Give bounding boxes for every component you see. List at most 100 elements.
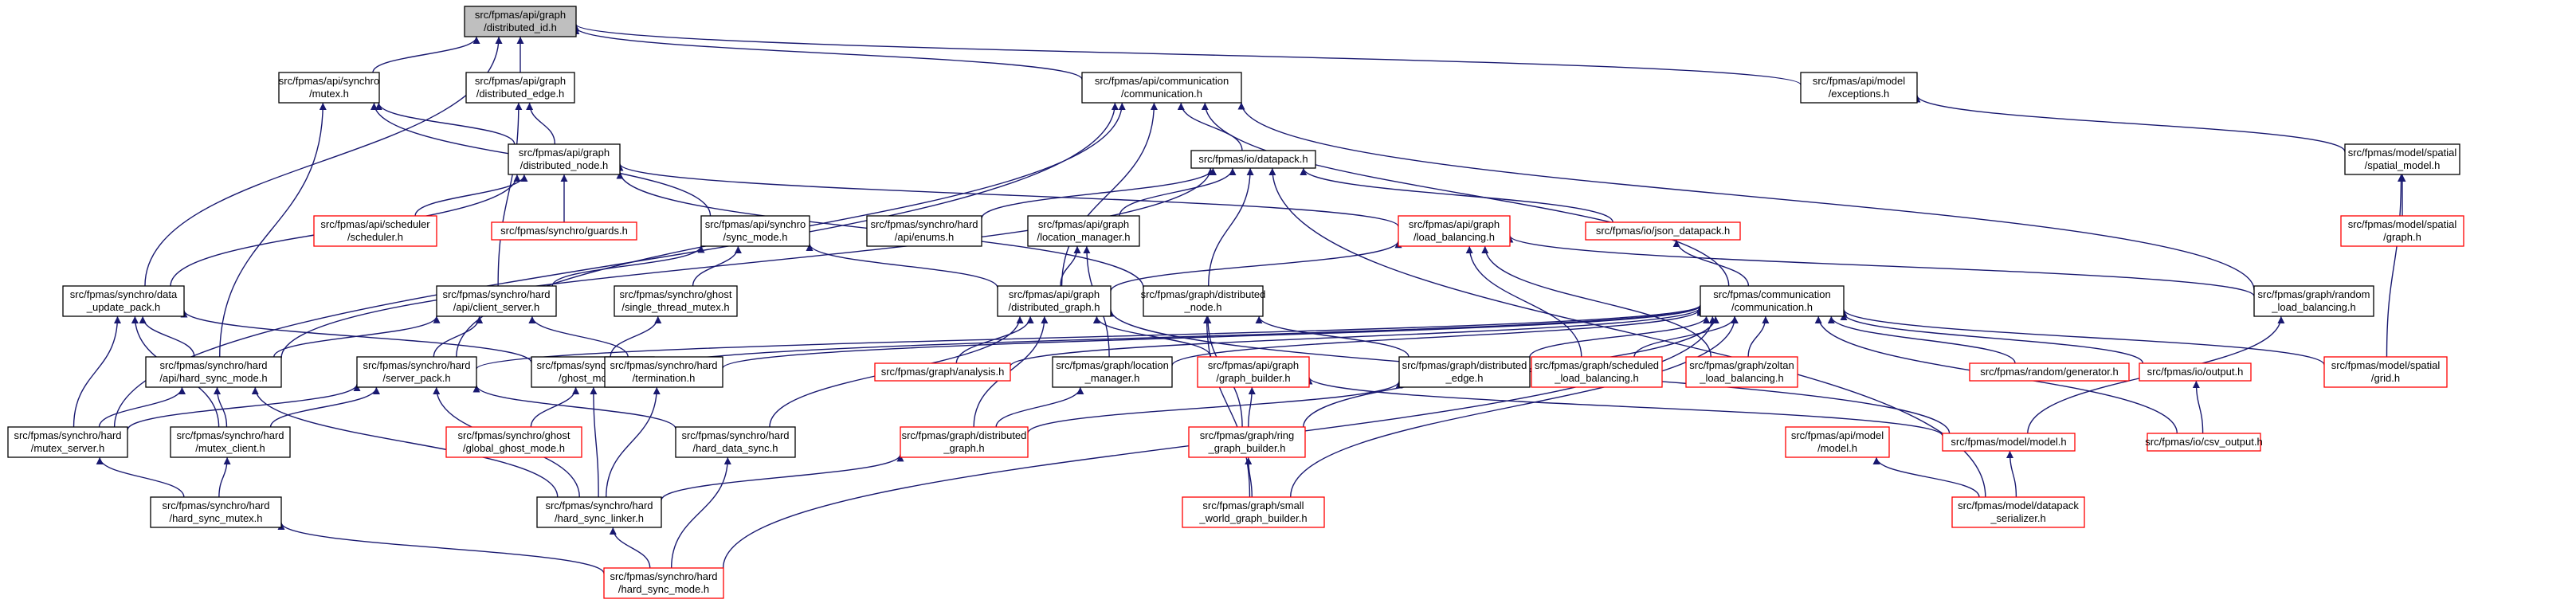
node-label: _update_pack.h bbox=[86, 301, 161, 313]
file-node-guards[interactable]: src/fpmas/synchro/guards.h bbox=[491, 221, 637, 241]
file-node-zoltan[interactable]: src/fpmas/graph/zoltan_load_balancing.h bbox=[1685, 356, 1798, 388]
edge-mutexsrv-to-srvpack bbox=[127, 383, 361, 431]
node-label: src/fpmas/graph/zoltan bbox=[1689, 359, 1794, 371]
file-node-mutexcli[interactable]: src/fpmas/synchro/hard/mutex_client.h bbox=[170, 426, 291, 458]
node-box bbox=[1685, 356, 1798, 388]
edge-schedlb-to-comm2 bbox=[1633, 315, 1739, 358]
edge-schedlb-to-loadbal bbox=[1465, 245, 1582, 358]
node-box bbox=[313, 215, 437, 247]
node-box bbox=[1951, 496, 2085, 528]
node-box bbox=[278, 72, 380, 104]
file-node-dnode[interactable]: src/fpmas/api/graph/distributed_node.h bbox=[508, 143, 621, 175]
node-label: /distributed_edge.h bbox=[476, 88, 565, 100]
node-box bbox=[1182, 496, 1325, 528]
file-node-mutexsrv[interactable]: src/fpmas/synchro/hard/mutex_server.h bbox=[7, 426, 128, 458]
file-node-exc[interactable]: src/fpmas/api/model/exceptions.h bbox=[1800, 72, 1918, 104]
file-node-root[interactable]: src/fpmas/api/graph/distributed_id.h bbox=[464, 6, 577, 37]
file-node-dedge[interactable]: src/fpmas/api/graph/distributed_edge.h bbox=[465, 72, 575, 104]
file-node-locmgr[interactable]: src/fpmas/api/graph/location_manager.h bbox=[1027, 215, 1140, 247]
edge-hslinker-to-hsyncmode bbox=[251, 386, 559, 498]
edge-mutexsrv-to-dataupd bbox=[73, 315, 121, 428]
edge-ghostmode-to-comm2 bbox=[653, 304, 1704, 369]
node-label: src/fpmas/api/scheduler bbox=[320, 218, 430, 230]
node-label: src/fpmas/graph/distributed bbox=[1141, 288, 1266, 300]
file-node-mutex[interactable]: src/fpmas/api/synchro/mutex.h bbox=[278, 72, 380, 104]
file-node-henums[interactable]: src/fpmas/synchro/hard/api/enums.h bbox=[866, 215, 982, 247]
edge-stmutex-to-syncmode bbox=[692, 245, 742, 287]
edge-analysis-to-comm2 bbox=[1010, 307, 1704, 367]
file-node-datapack[interactable]: src/fpmas/io/datapack.h bbox=[1190, 150, 1316, 169]
node-label: src/fpmas/synchro/ghost bbox=[458, 429, 570, 441]
node-box bbox=[2344, 143, 2460, 175]
file-node-hsmode[interactable]: src/fpmas/synchro/hard/hard_sync_mode.h bbox=[603, 567, 724, 599]
file-node-hslinker[interactable]: src/fpmas/synchro/hard/hard_sync_linker.… bbox=[536, 496, 662, 528]
file-node-amodel[interactable]: src/fpmas/api/model/model.h bbox=[1785, 426, 1890, 458]
file-node-gdgraph[interactable]: src/fpmas/graph/distributed_graph.h bbox=[900, 426, 1029, 458]
file-node-randlb[interactable]: src/fpmas/graph/random_load_balancing.h bbox=[2253, 285, 2374, 317]
edge-glocmgr-to-comm2 bbox=[1171, 308, 1704, 366]
file-node-comm[interactable]: src/fpmas/api/communication/communicatio… bbox=[1081, 72, 1242, 104]
file-node-clientsrv[interactable]: src/fpmas/synchro/hard/api/client_server… bbox=[436, 285, 557, 317]
node-label: src/fpmas/io/csv_output.h bbox=[2145, 436, 2262, 448]
node-box bbox=[1081, 72, 1242, 104]
file-node-sched[interactable]: src/fpmas/api/scheduler/scheduler.h bbox=[313, 215, 437, 247]
file-node-spgraph[interactable]: src/fpmas/model/spatial/graph.h bbox=[2340, 215, 2464, 247]
node-label: src/fpmas/api/synchro bbox=[279, 75, 379, 87]
file-node-gbuilder[interactable]: src/fpmas/api/graph/graph_builder.h bbox=[1197, 356, 1310, 388]
edge-zoltan-to-loadbal bbox=[1481, 245, 1711, 358]
node-box bbox=[874, 362, 1011, 382]
edge-hsmode-to-hdsync bbox=[670, 456, 731, 569]
edge-gdgraph-to-gdedge bbox=[1027, 381, 1403, 434]
file-node-smallw[interactable]: src/fpmas/graph/small_world_graph_builde… bbox=[1182, 496, 1325, 528]
file-node-loadbal[interactable]: src/fpmas/api/graph/load_balancing.h bbox=[1398, 215, 1511, 247]
file-node-output[interactable]: src/fpmas/io/output.h bbox=[2139, 362, 2252, 382]
edge-dgraph-to-loadbal bbox=[1110, 241, 1402, 292]
file-node-dgraph[interactable]: src/fpmas/api/graph/distributed_graph.h bbox=[997, 285, 1112, 317]
file-node-analysis[interactable]: src/fpmas/graph/analysis.h bbox=[874, 362, 1011, 382]
node-label: src/fpmas/random/generator.h bbox=[1980, 366, 2118, 378]
node-box bbox=[900, 426, 1029, 458]
file-node-hsyncmode[interactable]: src/fpmas/synchro/hard/api/hard_sync_mod… bbox=[145, 356, 282, 388]
file-node-glocmgr[interactable]: src/fpmas/graph/location_manager.h bbox=[1052, 356, 1173, 388]
node-box bbox=[1585, 221, 1741, 241]
node-label: /graph.h bbox=[2383, 231, 2421, 243]
file-node-dpser[interactable]: src/fpmas/model/datapack_serializer.h bbox=[1951, 496, 2085, 528]
file-node-gdedge[interactable]: src/fpmas/graph/distributed_edge.h bbox=[1398, 356, 1531, 388]
node-label: src/fpmas/api/model bbox=[1813, 75, 1905, 87]
edge-dpser-to-amodel bbox=[1872, 456, 1980, 498]
node-box bbox=[603, 567, 724, 599]
edge-exc-to-root bbox=[572, 23, 1802, 85]
file-node-ring[interactable]: src/fpmas/graph/ring_graph_builder.h bbox=[1188, 426, 1306, 458]
file-node-spmodel[interactable]: src/fpmas/model/spatial/spatial_model.h bbox=[2344, 143, 2460, 175]
edge-output-to-comm2 bbox=[1840, 312, 2144, 364]
file-node-csv[interactable]: src/fpmas/io/csv_output.h bbox=[2145, 433, 2263, 452]
edge-randlb-to-comm bbox=[1237, 102, 2255, 291]
node-label: src/fpmas/api/graph bbox=[475, 9, 566, 21]
edge-hslinker-to-gdgraph bbox=[661, 454, 904, 501]
file-node-hsmutex[interactable]: src/fpmas/synchro/hard/hard_sync_mutex.h bbox=[150, 496, 282, 528]
file-node-dnodeg[interactable]: src/fpmas/graph/distributed_node.h bbox=[1141, 285, 1266, 317]
node-label: src/fpmas/api/model bbox=[1791, 429, 1884, 441]
node-label: _load_balancing.h bbox=[1699, 372, 1784, 384]
node-box bbox=[2340, 215, 2464, 247]
file-node-jsondp[interactable]: src/fpmas/io/json_datapack.h bbox=[1585, 221, 1741, 241]
file-node-grid[interactable]: src/fpmas/model/spatial/grid.h bbox=[2323, 356, 2448, 388]
node-label: /sync_mode.h bbox=[723, 231, 788, 243]
node-label: src/fpmas/synchro/data bbox=[70, 288, 178, 300]
file-node-term[interactable]: src/fpmas/synchro/hard/termination.h bbox=[604, 356, 723, 388]
file-node-schedlb[interactable]: src/fpmas/graph/scheduled_load_balancing… bbox=[1531, 356, 1663, 388]
edge-mutexcli-to-hsyncmode bbox=[214, 386, 228, 428]
file-node-comm2[interactable]: src/fpmas/communication/communication.h bbox=[1700, 285, 1845, 317]
file-node-stmutex[interactable]: src/fpmas/synchro/ghost/single_thread_mu… bbox=[614, 285, 738, 317]
file-node-syncmode[interactable]: src/fpmas/api/synchro/sync_mode.h bbox=[700, 215, 810, 247]
file-node-randgen[interactable]: src/fpmas/random/generator.h bbox=[1969, 362, 2130, 382]
file-node-srvpack[interactable]: src/fpmas/synchro/hard/server_pack.h bbox=[356, 356, 477, 388]
node-label: /server_pack.h bbox=[382, 372, 450, 384]
file-node-hdsync[interactable]: src/fpmas/synchro/hard/hard_data_sync.h bbox=[675, 426, 796, 458]
edge-dnode-to-mutex bbox=[374, 102, 516, 145]
file-node-mmodel[interactable]: src/fpmas/model/model.h bbox=[1942, 433, 2076, 452]
file-node-dataupd[interactable]: src/fpmas/synchro/data_update_pack.h bbox=[62, 285, 185, 317]
node-label: src/fpmas/model/spatial bbox=[2348, 147, 2457, 159]
node-box bbox=[614, 285, 738, 317]
file-node-ggmode[interactable]: src/fpmas/synchro/ghost/global_ghost_mod… bbox=[445, 426, 582, 458]
